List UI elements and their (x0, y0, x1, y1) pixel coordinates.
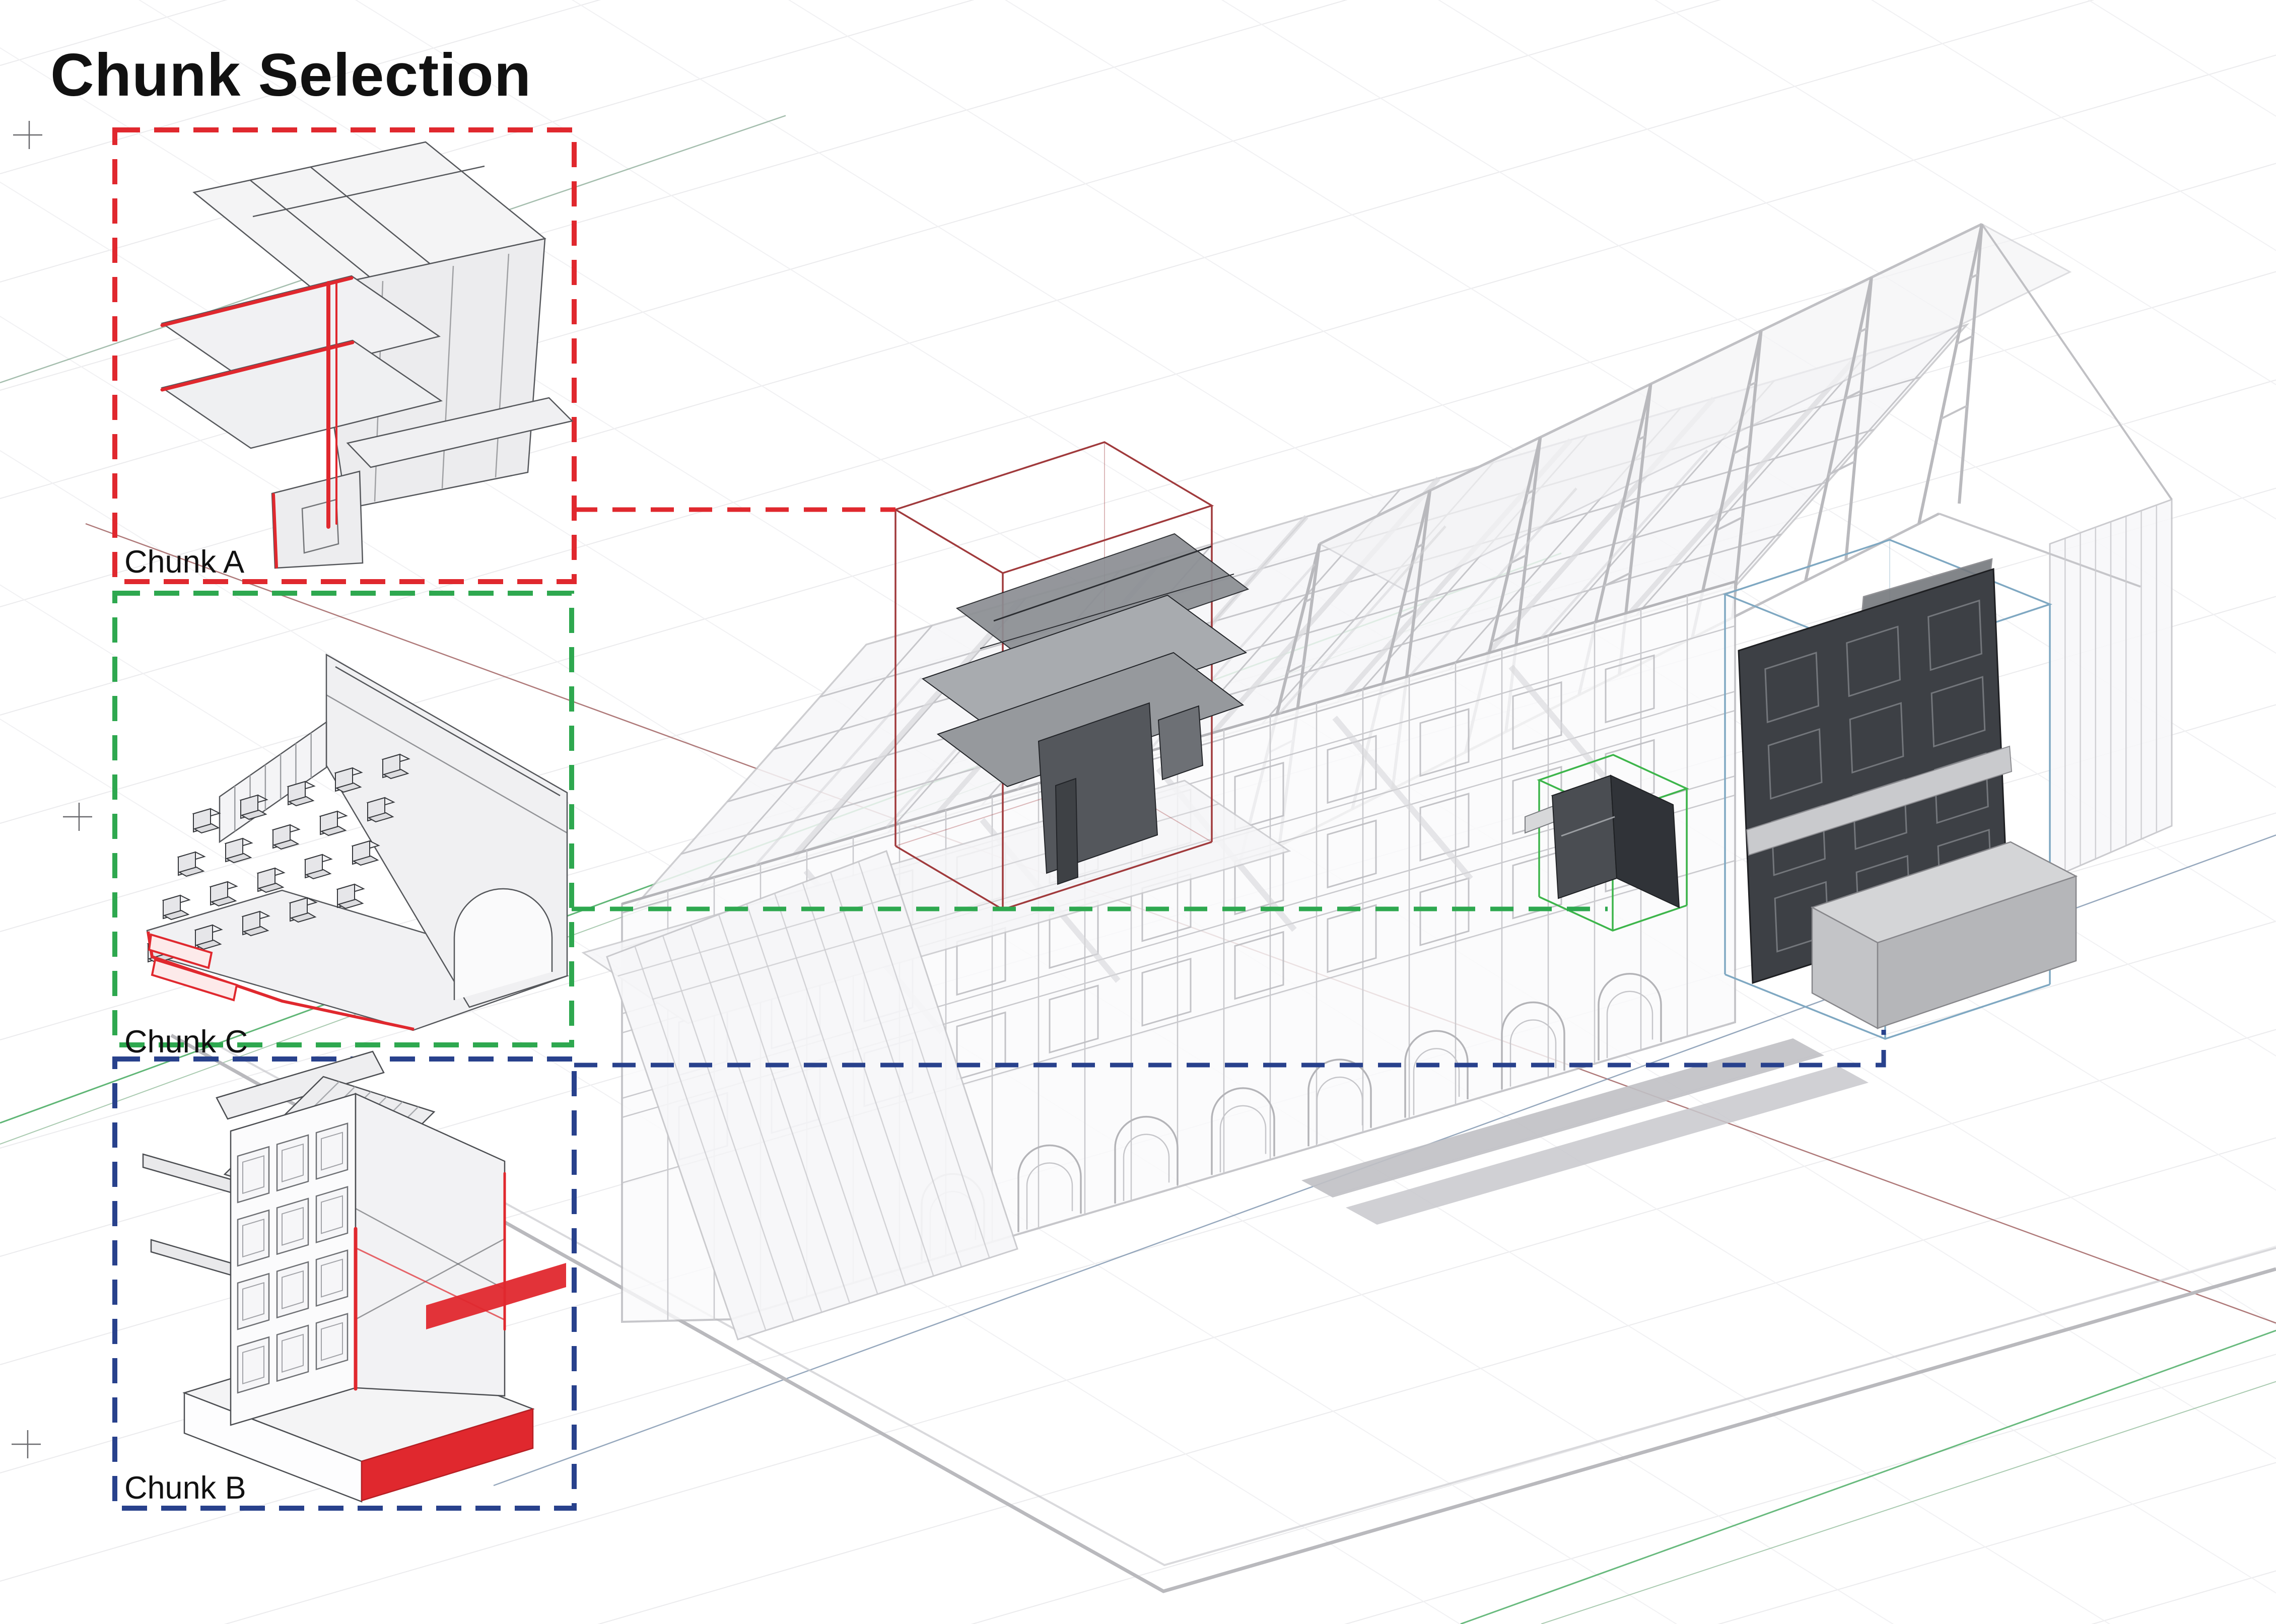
chunk-b-red-slab-cut (426, 1263, 566, 1329)
chunk-a-detail-drawing (160, 141, 574, 569)
leader-lines (572, 507, 1886, 1068)
plaza-steps-band (1346, 1066, 1869, 1225)
chunk-b-detail-drawing (142, 1050, 566, 1503)
plaza-steps-band (1301, 1038, 1824, 1197)
page-title: Chunk Selection (50, 41, 532, 109)
registration-ticks (12, 121, 92, 1458)
roof-junction-chunk-highlight (921, 533, 1250, 885)
chunk-b-red-base-cut (361, 1408, 534, 1502)
facade-window-grid (237, 1122, 349, 1394)
auditorium-chunk-highlight (1525, 774, 1680, 908)
chunk-c-label: Chunk C (124, 1024, 248, 1060)
chunk-a-frame (112, 127, 577, 584)
chunk-b-label: Chunk B (124, 1470, 246, 1506)
chunk-b-frame (112, 1056, 577, 1511)
chunk-c-red-cut-lines (147, 931, 415, 1031)
chunk-b-red-cut-lines (354, 1172, 506, 1391)
chunk-a-red-cut-lines (160, 276, 355, 569)
theater-seats (147, 753, 410, 964)
chunk-c-detail-drawing (146, 653, 570, 1031)
chunk-a-label: Chunk A (124, 544, 245, 580)
left-wall-mullions (617, 803, 1254, 1331)
chunk-b-connector (574, 1030, 1886, 1068)
facade-chunk-highlight (1738, 558, 2078, 1030)
chunk-c-frame (112, 591, 574, 1047)
building-wireframe (581, 223, 2173, 1340)
